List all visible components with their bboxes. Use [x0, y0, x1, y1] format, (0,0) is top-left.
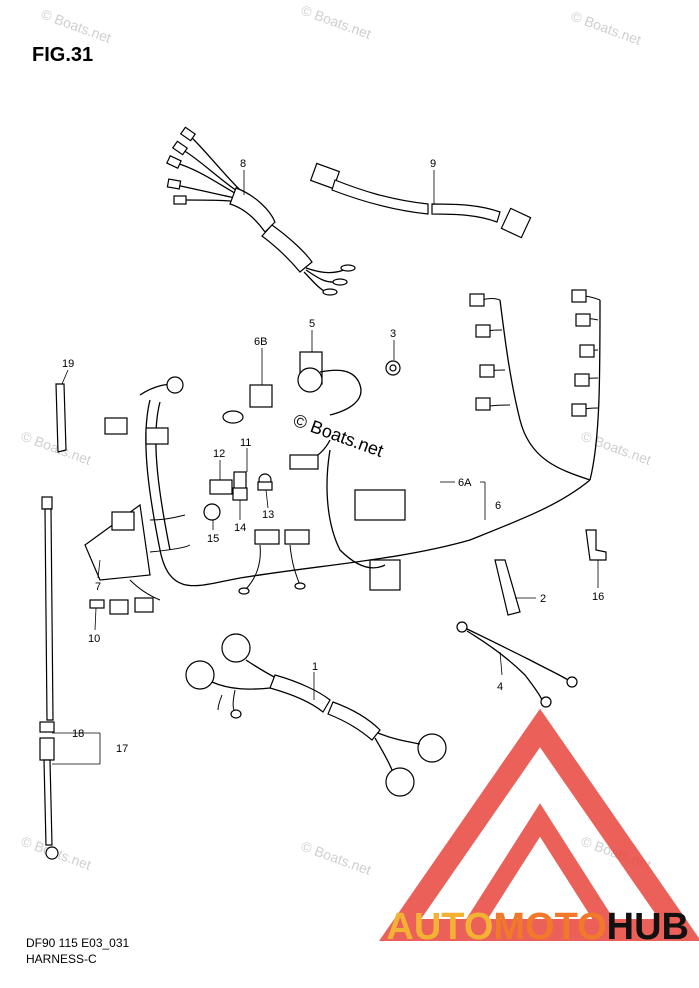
callout-19: 19 [62, 358, 74, 370]
callout-18: 18 [72, 728, 84, 740]
part-16-plate [585, 529, 607, 561]
watermark-5: © Boats.net [579, 428, 654, 468]
callout-labels: 1 2 3 4 5 6 6A 6B 7 8 9 10 11 12 13 14 1… [62, 158, 604, 755]
callout-10: 10 [88, 633, 100, 645]
callout-2: 2 [540, 593, 546, 605]
callout-13: 13 [262, 509, 274, 521]
callout-8: 8 [240, 158, 246, 170]
part-8-harness [166, 126, 356, 296]
callout-16: 16 [592, 591, 604, 603]
callout-9: 9 [430, 158, 436, 170]
brand-auto: AUTO [386, 906, 494, 948]
figure-label: FIG.31 [32, 44, 94, 66]
brand-hub: HUB [606, 906, 689, 948]
brand-moto: MOTO [493, 906, 607, 948]
callout-7: 7 [95, 581, 101, 593]
watermark-7: © Boats.net [299, 838, 374, 878]
brand-wordmark: AUTOMOTOHUB [386, 906, 689, 949]
callout-3: 3 [390, 328, 396, 340]
callout-15: 15 [207, 533, 219, 545]
logo-triangle [378, 708, 699, 941]
diagram-code: DF90 115 E03_031 [26, 936, 130, 950]
part-3-grommet [385, 360, 401, 376]
watermark-3: © Boats.net [569, 8, 644, 48]
part-5-connector [297, 351, 362, 416]
watermark-4: © Boats.net [19, 428, 94, 468]
callout-17: 17 [116, 743, 128, 755]
part-2-strap [494, 559, 521, 616]
part-19-tie [55, 383, 67, 453]
part-9-harness [309, 162, 532, 239]
callout-12: 12 [213, 448, 225, 460]
part-7-bracket [84, 503, 151, 609]
callout-6a: 6A [458, 477, 472, 489]
callout-11: 11 [240, 437, 251, 449]
callout-5: 5 [309, 318, 315, 330]
diagram-title: HARNESS-C [26, 952, 97, 966]
part-6b-relay [222, 384, 273, 424]
part-4-lead [456, 621, 578, 708]
leader-lines [52, 170, 599, 765]
watermark-1: © Boats.net [39, 6, 114, 46]
watermark-center: © Boats.net [291, 410, 386, 461]
watermark-2: © Boats.net [299, 2, 374, 42]
part-17-cable [39, 496, 59, 860]
part-1-harness [185, 633, 447, 797]
callout-6b: 6B [254, 336, 267, 348]
callout-1: 1 [312, 661, 318, 673]
callout-14: 14 [234, 522, 246, 534]
small-parts [203, 471, 273, 521]
diagram-info: DF90 115 E03_031 HARNESS-C [26, 935, 129, 967]
part-6-main-harness [104, 289, 601, 615]
callout-6: 6 [495, 500, 501, 512]
callout-4: 4 [497, 681, 503, 693]
